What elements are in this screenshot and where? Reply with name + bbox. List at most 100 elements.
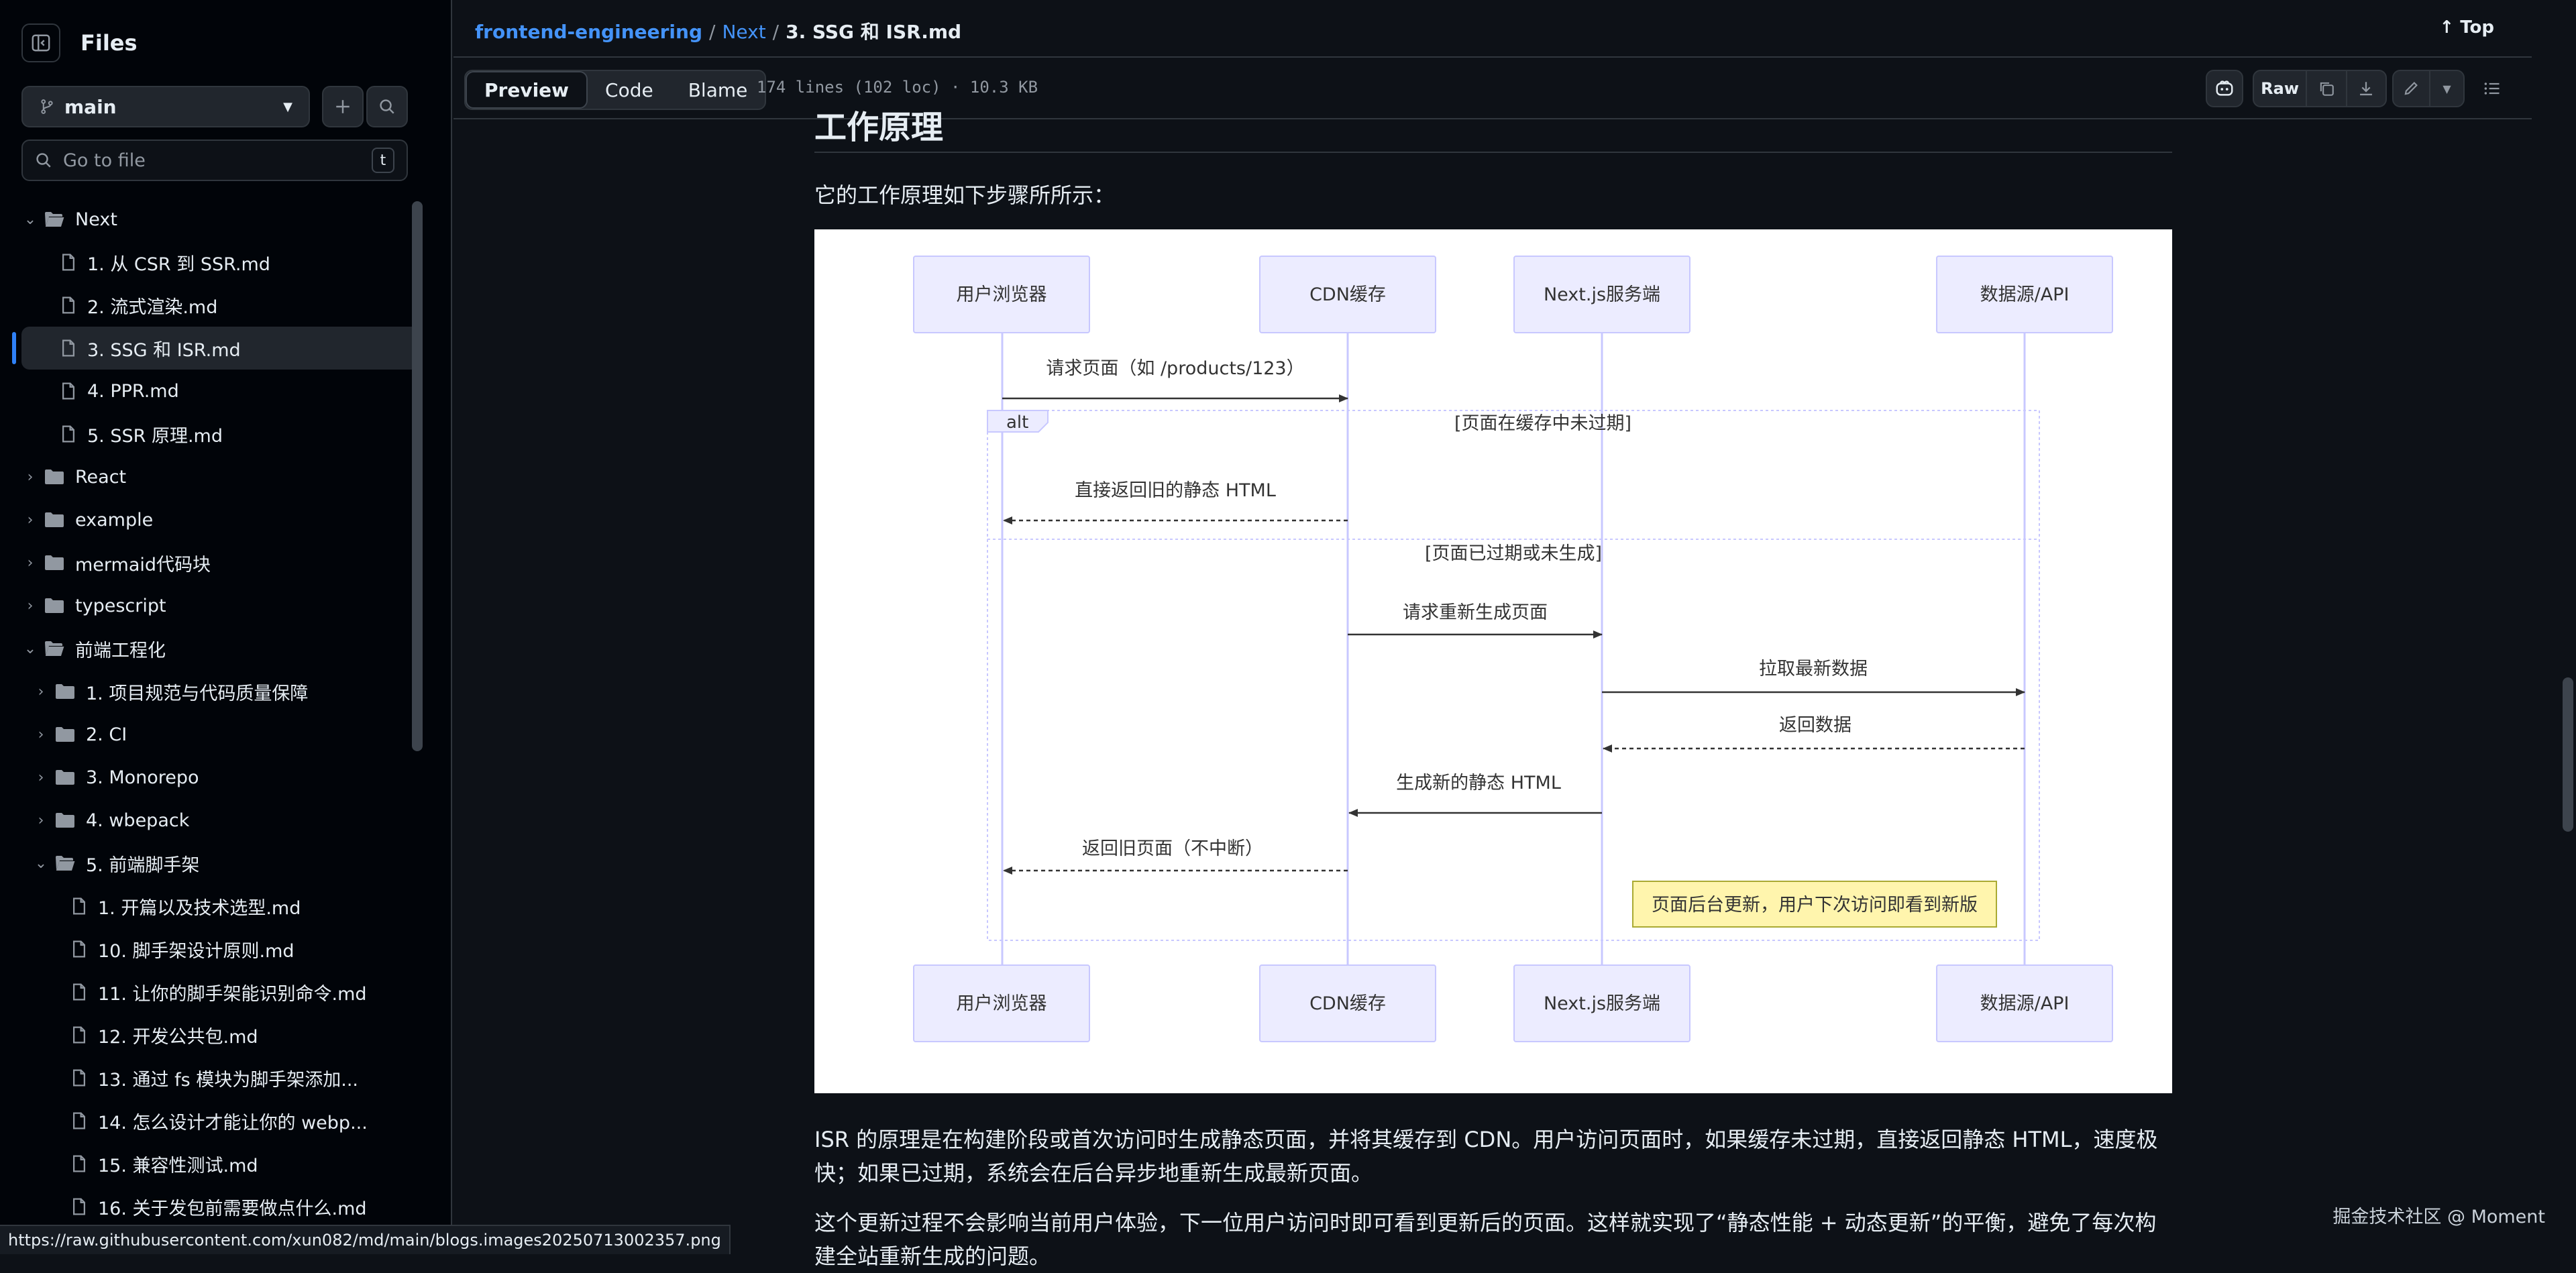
go-to-file-input[interactable]: Go to file t (21, 140, 408, 181)
tree-item-label: 1. 项目规范与代码质量保障 (86, 683, 309, 704)
chevron-down-icon[interactable]: ⌄ (23, 640, 37, 657)
tree-folder[interactable]: ⌄ 5. 前端脚手架 (0, 842, 409, 885)
tree-file[interactable]: 11. 让你的脚手架能识别命令.md (0, 971, 409, 1013)
branch-selector[interactable]: main ▼ (21, 86, 310, 127)
folder-icon (43, 510, 66, 529)
arrow-up-icon: ↑ (2439, 17, 2455, 38)
actor-browser-bottom: 用户浏览器 (913, 964, 1090, 1042)
tree-item-label: 前端工程化 (75, 640, 166, 661)
sidebar-collapse-icon (32, 34, 50, 52)
edit-file-button[interactable] (2394, 80, 2429, 97)
tree-item-label: 5. 前端脚手架 (86, 854, 200, 876)
tree-item-label: 1. 开篇以及技术选型.md (98, 897, 301, 919)
branch-name: main (64, 95, 117, 118)
tree-file[interactable]: 16. 关于发包前需要做点什么.md (0, 1185, 409, 1228)
search-code-button[interactable] (366, 86, 408, 127)
tree-item-label: example (75, 509, 154, 531)
file-icon (70, 1025, 89, 1045)
actor-cdn-bottom: CDN缓存 (1259, 964, 1436, 1042)
chevron-down-icon[interactable]: ⌄ (23, 211, 37, 228)
message-label: 拉取最新数据 (1759, 659, 1868, 679)
chevron-down-icon[interactable]: ⌄ (34, 854, 48, 872)
chevron-right-icon[interactable]: › (27, 554, 34, 571)
tree-item-label: typescript (75, 595, 166, 616)
pencil-icon (2404, 82, 2418, 95)
tree-item-label: 16. 关于发包前需要做点什么.md (98, 1198, 367, 1219)
tree-item-label: 4. PPR.md (87, 380, 179, 402)
tree-item-label: 2. CI (86, 724, 127, 745)
sidebar-scrollbar[interactable] (412, 201, 423, 751)
tree-folder[interactable]: ⌄ Next (0, 198, 409, 241)
search-icon (380, 99, 394, 114)
tree-folder[interactable]: ›mermaid代码块 (0, 541, 409, 584)
tree-folder[interactable]: ›4. wbepack (0, 799, 409, 842)
chevron-right-icon[interactable]: › (27, 468, 34, 486)
tab-blame[interactable]: Blame (688, 78, 748, 101)
alt-label-box (987, 410, 1049, 433)
tab-preview[interactable]: Preview (466, 71, 588, 109)
message-label: 请求重新生成页面 (1403, 602, 1548, 623)
download-button[interactable] (2347, 80, 2385, 97)
tree-file[interactable]: 2. 流式渲染.md (0, 284, 409, 327)
raw-button[interactable]: Raw (2261, 79, 2300, 98)
chevron-right-icon[interactable]: › (38, 812, 44, 829)
edit-menu-chevron-icon[interactable]: ▼ (2443, 82, 2451, 95)
breadcrumb-repo-link[interactable]: frontend-engineering (475, 21, 702, 43)
content-scrollbar[interactable] (2563, 677, 2573, 832)
tree-folder[interactable]: ›React (0, 455, 409, 498)
status-url: https://raw.githubusercontent.com/xun082… (0, 1225, 731, 1254)
file-icon (70, 982, 89, 1002)
tree-file[interactable]: 5. SSR 原理.md (0, 412, 409, 455)
folder-icon (54, 725, 76, 744)
tree-item-label: 5. SSR 原理.md (87, 425, 223, 447)
tree-folder[interactable]: › example (0, 498, 409, 541)
tree-file[interactable]: 1. 开篇以及技术选型.md (0, 885, 409, 928)
tree-file[interactable]: 13. 通过 fs 模块为脚手架添加... (0, 1056, 409, 1099)
chevron-right-icon[interactable]: › (27, 511, 34, 529)
chevron-right-icon[interactable]: › (27, 597, 34, 614)
tab-code[interactable]: Code (605, 78, 653, 101)
tree-file[interactable]: 4. PPR.md (0, 370, 409, 412)
chevron-right-icon[interactable]: › (38, 683, 44, 700)
chevron-right-icon[interactable]: › (38, 769, 44, 786)
back-to-top-button[interactable]: ↑ Top (2439, 17, 2494, 38)
actor-cdn-top: CDN缓存 (1259, 256, 1436, 333)
file-icon (59, 252, 78, 272)
folder-open-icon (43, 210, 66, 229)
folder-icon (54, 682, 76, 701)
folder-icon (43, 553, 66, 572)
list-unordered-icon (2484, 82, 2500, 95)
file-icon (70, 939, 89, 959)
tree-file[interactable]: 12. 开发公共包.md (0, 1013, 409, 1056)
copilot-button[interactable] (2206, 70, 2243, 107)
actor-label: 数据源/API (1980, 993, 2070, 1014)
actor-api-top: 数据源/API (1936, 256, 2113, 333)
file-icon (59, 424, 78, 444)
chevron-right-icon[interactable]: › (38, 726, 44, 743)
tree-folder[interactable]: ⌄ 前端工程化 (0, 627, 409, 670)
outline-button[interactable] (2474, 70, 2510, 107)
file-icon (70, 1197, 89, 1217)
tree-file[interactable]: 15. 兼容性测试.md (0, 1142, 409, 1185)
copy-icon (2320, 82, 2334, 96)
tree-item-label: Next (75, 209, 117, 230)
breadcrumb-separator: / (772, 21, 780, 43)
collapse-sidebar-button[interactable] (21, 23, 60, 62)
actor-label: 数据源/API (1980, 284, 2070, 305)
tree-file[interactable]: 14. 怎么设计才能让你的 webp... (0, 1099, 409, 1142)
tree-folder[interactable]: › 3. Monorepo (0, 756, 409, 799)
copy-raw-button[interactable] (2307, 80, 2345, 97)
tree-file[interactable]: 3. SSG 和 ISR.md (12, 327, 420, 370)
sequence-diagram-svg: alt [页面在缓存中未过期] [页面已过期或未生成] 用户浏览器 CDN缓存 … (913, 256, 2113, 1042)
tree-file[interactable]: 1. 从 CSR 到 SSR.md (0, 241, 409, 284)
add-file-button[interactable] (322, 86, 364, 127)
tree-folder[interactable]: › 2. CI (0, 713, 409, 756)
breadcrumb-folder-link[interactable]: Next (722, 21, 766, 43)
tree-item-label: 13. 通过 fs 模块为脚手架添加... (98, 1069, 359, 1091)
tree-folder[interactable]: › typescript (0, 584, 409, 627)
tree-file[interactable]: 10. 脚手架设计原则.md (0, 928, 409, 971)
tree-item-label: 3. Monorepo (86, 767, 199, 788)
tree-folder[interactable]: › 1. 项目规范与代码质量保障 (0, 670, 409, 713)
file-info: 174 lines (102 loc) · 10.3 KB (757, 78, 1038, 97)
